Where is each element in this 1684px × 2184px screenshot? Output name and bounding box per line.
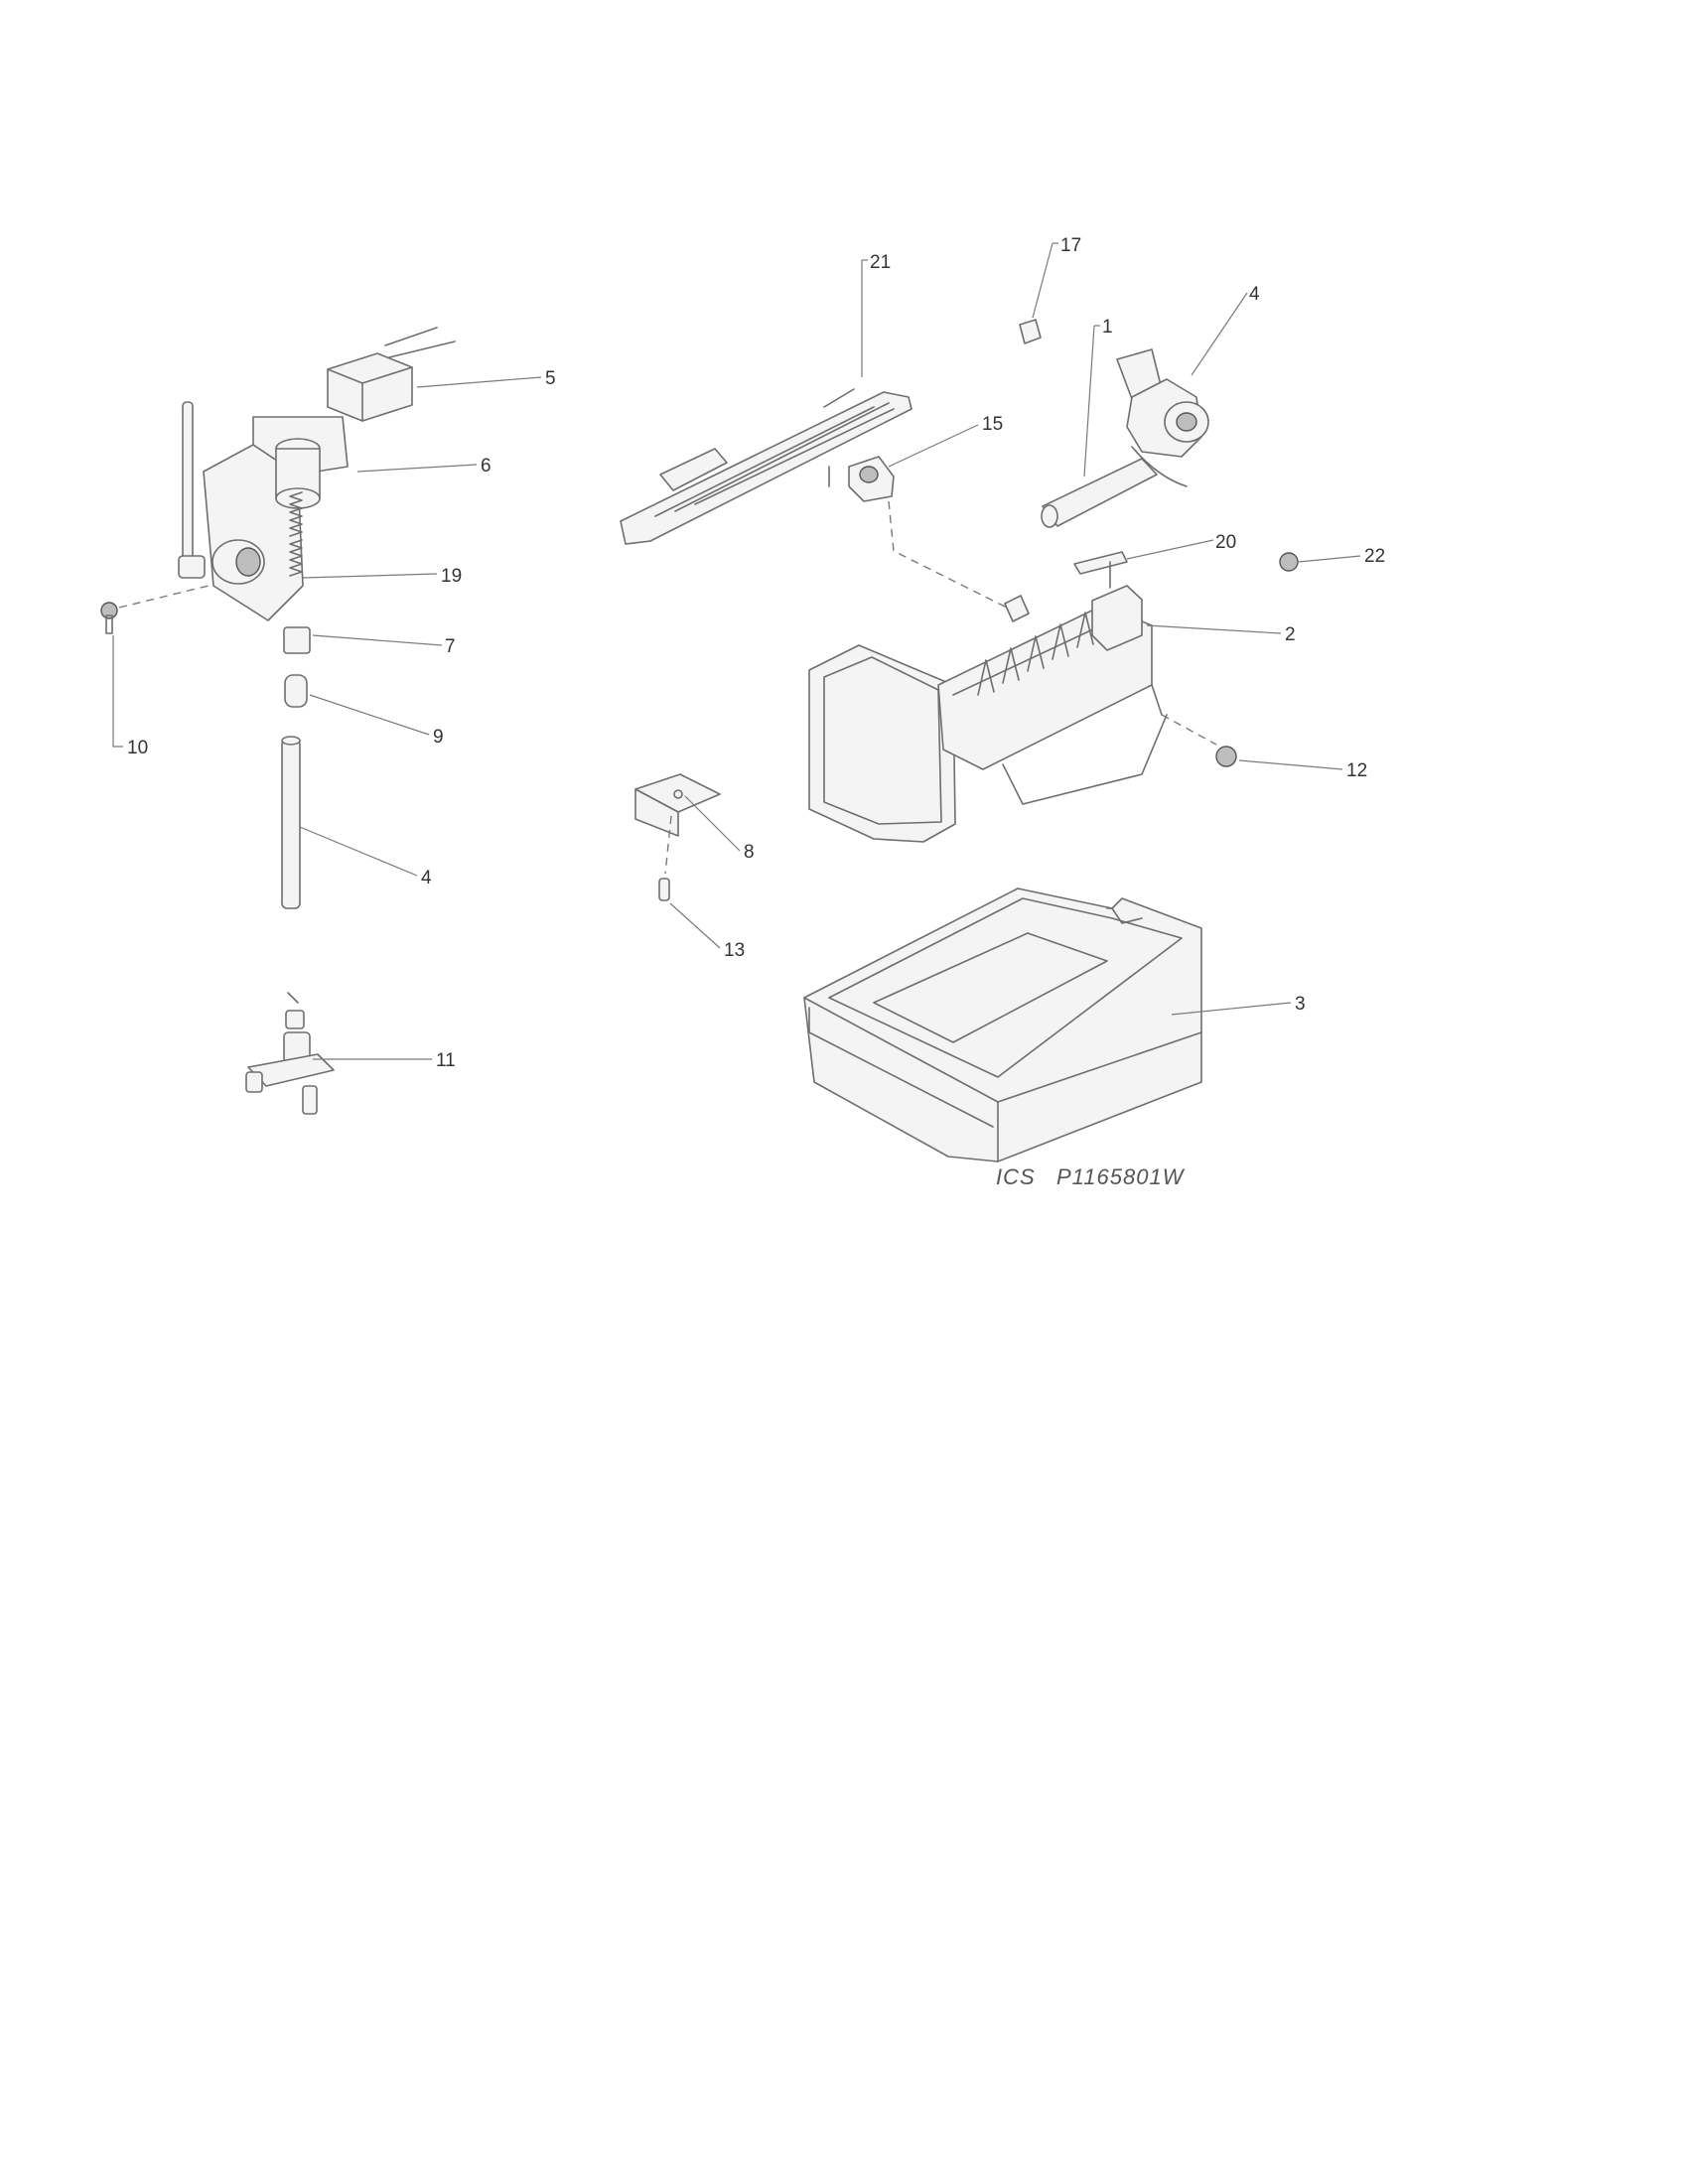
part-label-4-top: 4 xyxy=(1249,284,1260,305)
ice-maker-body-part-2 xyxy=(808,585,1168,843)
bracket-part-20 xyxy=(1073,551,1128,589)
shaft-part-4-left xyxy=(281,736,301,909)
leader-lines xyxy=(112,242,1361,1060)
ice-bucket-part-3 xyxy=(803,887,1202,1162)
wiring-harness-part-21 xyxy=(620,388,912,545)
part-label-21: 21 xyxy=(870,252,891,273)
part-labels: 21 17 1 4 5 6 15 19 20 22 7 2 10 9 12 4 … xyxy=(127,235,1385,1071)
part-label-1-top: 1 xyxy=(1102,317,1113,338)
part-label-2: 2 xyxy=(1285,624,1296,645)
part-label-5: 5 xyxy=(545,368,556,389)
coupler-part-9 xyxy=(284,674,308,708)
drawing-code: ICS P1165801W xyxy=(996,1164,1186,1189)
part-label-6: 6 xyxy=(481,456,491,477)
part-label-17: 17 xyxy=(1060,235,1081,256)
screw-part-10 xyxy=(100,602,118,634)
bolt-part-12 xyxy=(1215,746,1237,767)
part-label-7: 7 xyxy=(445,636,456,657)
part-label-15: 15 xyxy=(982,414,1003,435)
part-label-10: 10 xyxy=(127,738,148,758)
part-label-20: 20 xyxy=(1215,532,1236,553)
fill-cup-assembly xyxy=(1041,348,1209,528)
clip-part-17 xyxy=(1019,319,1042,344)
part-label-13: 13 xyxy=(724,940,745,961)
mounting-plate-assembly xyxy=(178,401,349,654)
part-label-11: 11 xyxy=(436,1050,456,1071)
bracket-part-8 xyxy=(634,773,721,837)
water-valve-part-11 xyxy=(245,992,335,1115)
part-label-4-left: 4 xyxy=(421,868,432,888)
part-label-3: 3 xyxy=(1295,994,1306,1015)
part-label-22: 22 xyxy=(1364,546,1385,567)
part-label-19: 19 xyxy=(441,566,462,587)
connector-part xyxy=(327,327,456,422)
clip-part-15 xyxy=(828,456,895,502)
part-label-8: 8 xyxy=(744,842,755,863)
part-label-9: 9 xyxy=(433,727,444,748)
nut-part-22 xyxy=(1279,552,1299,572)
part-label-12: 12 xyxy=(1346,760,1367,781)
screw-part-13 xyxy=(658,815,672,901)
